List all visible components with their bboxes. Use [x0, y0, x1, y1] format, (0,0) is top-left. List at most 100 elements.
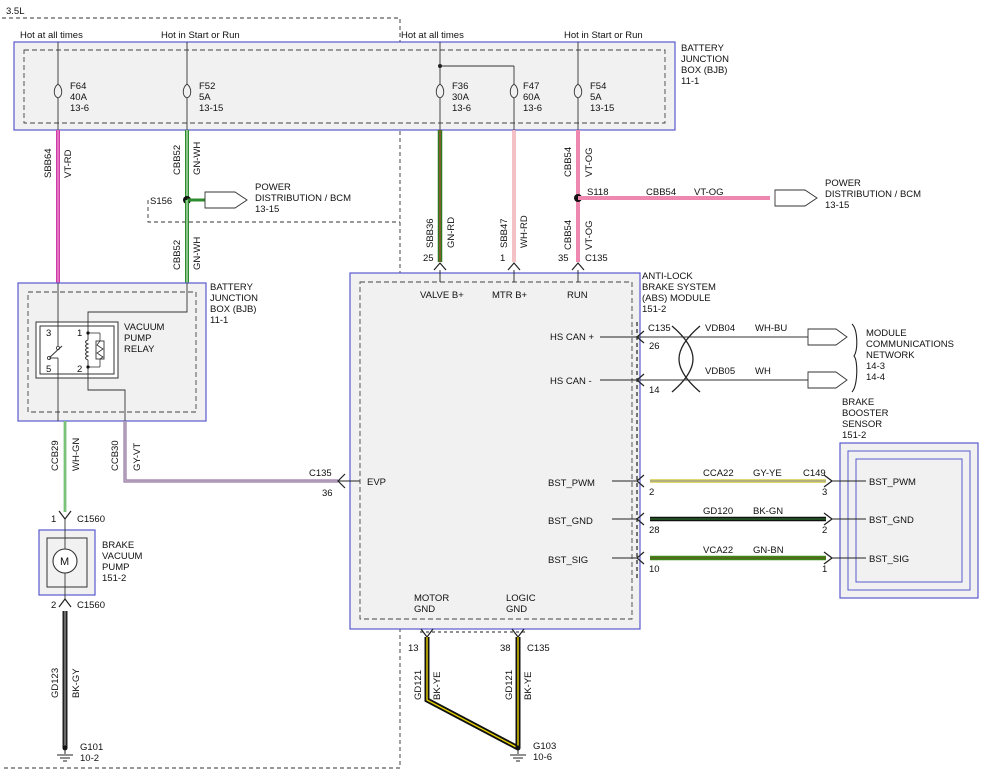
connector-arrow-power-left	[204, 191, 248, 209]
g103-dot	[515, 745, 521, 751]
wire-gd121-b-color: BK-YE	[523, 671, 534, 700]
fuse-f47-ref: 13-6	[523, 103, 542, 114]
pump-motor-icon	[52, 548, 78, 574]
bjb-top-line2: JUNCTION	[681, 54, 729, 65]
relay-coil-node-1	[86, 331, 90, 335]
abs-evp-connector: C135	[309, 468, 332, 479]
wire-cbb52-b-circuit: CBB52	[172, 240, 183, 270]
fuse-f52-ref: 13-15	[199, 103, 223, 114]
power-dist-right-line1: POWER	[825, 178, 861, 189]
abs-pin-bst-gnd: 28	[649, 525, 660, 536]
abs-module-inner	[359, 281, 633, 620]
hot-label-right-start-run: Hot in Start or Run	[564, 30, 643, 41]
splice-s156-label: S156	[150, 196, 172, 207]
wire-ccb29-color: WH-GN	[71, 438, 82, 471]
connector-arrow-power-right	[774, 189, 818, 207]
sensor-label-pwm: BST_PWM	[869, 477, 916, 488]
wire-gd121-a-circuit: GD121	[413, 670, 424, 700]
relay-inner	[39, 325, 115, 375]
bjb-relay-line3: BOX (BJB)	[210, 304, 256, 315]
abs-label-bst-sig: BST_SIG	[548, 555, 588, 566]
relay-title-line1: VACUUM	[124, 322, 165, 333]
abs-pin-mtr-arrow	[507, 262, 521, 271]
pump-conn-bot: C1560	[77, 600, 105, 611]
abs-title-ref: 151-2	[642, 304, 666, 315]
pump-motor-symbol: M	[60, 556, 69, 568]
fuse-f36-ref: 13-6	[452, 103, 471, 114]
wire-cbb54-c-circuit: CBB54	[646, 187, 676, 198]
fuse-f47-name: F47	[523, 81, 539, 92]
bjb-relay-ref: 11-1	[210, 315, 228, 326]
sensor-label-sig: BST_SIG	[869, 554, 909, 565]
pump-pin-top: 1	[51, 514, 56, 525]
module-comm-line2: COMMUNICATIONS	[866, 339, 954, 350]
fuse-f47-rating: 60A	[523, 92, 541, 103]
pump-bottom-arrow	[58, 598, 72, 608]
sensor-pin-pwm: 3	[822, 487, 827, 498]
sensor-mid-box	[847, 450, 971, 591]
wire-vca22-circuit: VCA22	[703, 545, 733, 556]
sensor-title-line2: BOOSTER	[842, 408, 889, 419]
pump-pin-bot: 2	[51, 600, 56, 611]
wire-sbb36-color: GN-RD	[446, 217, 457, 248]
sensor-title-ref: 151-2	[842, 430, 866, 441]
abs-title-line2: BRAKE SYSTEM	[642, 282, 716, 293]
relay-resistor	[95, 340, 105, 360]
relay-switch	[48, 345, 63, 359]
wire-gd121-a-color: BK-YE	[432, 671, 443, 700]
relay-pin-2: 2	[77, 364, 82, 375]
fuse-f36-name: F36	[452, 81, 468, 92]
pump-title-line1: BRAKE	[102, 540, 134, 551]
abs-pin-run: 35	[558, 253, 569, 264]
wire-cbb54-c-color: VT-OG	[694, 187, 724, 198]
abs-top-connector: C135	[585, 253, 608, 264]
relay-pin2-wire	[87, 374, 126, 421]
wire-gd121-b-circuit: GD121	[504, 670, 515, 700]
pump-title-ref: 151-2	[102, 573, 126, 584]
abs-label-hscan-plus: HS CAN +	[550, 332, 595, 343]
wire-sbb47-color: WH-RD	[519, 215, 530, 248]
wire-gd120-color: BK-GN	[753, 506, 783, 517]
bjb-top-line1: BATTERY	[681, 43, 725, 54]
sensor-connector: C149	[803, 468, 826, 479]
abs-pin-bst-pwm: 2	[649, 487, 654, 498]
module-comm-line1: MODULE	[866, 328, 907, 339]
sensor-label-gnd: BST_GND	[869, 515, 914, 526]
module-comm-ref2: 14-4	[866, 372, 885, 383]
wire-ccb29-circuit: CCB29	[50, 440, 61, 471]
power-dist-left-line2: DISTRIBUTION / BCM	[255, 193, 351, 204]
wire-cbb54-b-color: VT-OG	[584, 220, 595, 250]
abs-bottom-connector: C135	[527, 643, 550, 654]
hot-label-left-start-run: Hot in Start or Run	[161, 30, 240, 41]
network-brace	[851, 323, 858, 393]
abs-pin-hscan-plus: 26	[649, 341, 660, 352]
sensor-outer-box	[839, 442, 979, 599]
pump-inner-box	[46, 537, 88, 588]
fuse-f36-rating: 30A	[452, 92, 470, 103]
wire-cbb52-a-circuit: CBB52	[172, 145, 183, 175]
module-comm-ref1: 14-3	[866, 361, 885, 372]
abs-pin-logic-gnd: 38	[500, 643, 511, 654]
relay-pin-1: 1	[77, 328, 82, 339]
wire-vdb05-color: WH	[755, 366, 771, 377]
connector-arrow-hscan-minus	[807, 371, 848, 389]
abs-bst-sig-arrow	[636, 551, 645, 565]
sensor-title-line1: BRAKE	[842, 397, 874, 408]
connector-arrow-hscan-plus	[807, 328, 848, 346]
abs-label-motor-gnd-1: MOTOR	[414, 593, 449, 604]
bjb-top-inner	[23, 49, 666, 124]
fuse-f52-rating: 5A	[199, 92, 211, 103]
g101-name: G101	[80, 742, 103, 753]
wire-cbb54-a-circuit: CBB54	[563, 147, 574, 177]
abs-label-logic-gnd-1: LOGIC	[506, 593, 536, 604]
wire-ccb30-color: GY-VT	[132, 443, 143, 471]
sensor-pin-sig: 1	[822, 564, 827, 575]
wire-ccb30-core	[124, 421, 338, 482]
wire-cbb54-b-circuit: CBB54	[563, 220, 574, 250]
wire-ccb30-circuit: CCB30	[110, 440, 121, 471]
relay-pin1-wire	[87, 283, 188, 326]
abs-label-motor-gnd-2: GND	[414, 604, 435, 615]
relay-coil	[85, 339, 90, 361]
fuse-f64-ref: 13-6	[70, 103, 89, 114]
variant-label: 3.5L	[6, 6, 25, 17]
